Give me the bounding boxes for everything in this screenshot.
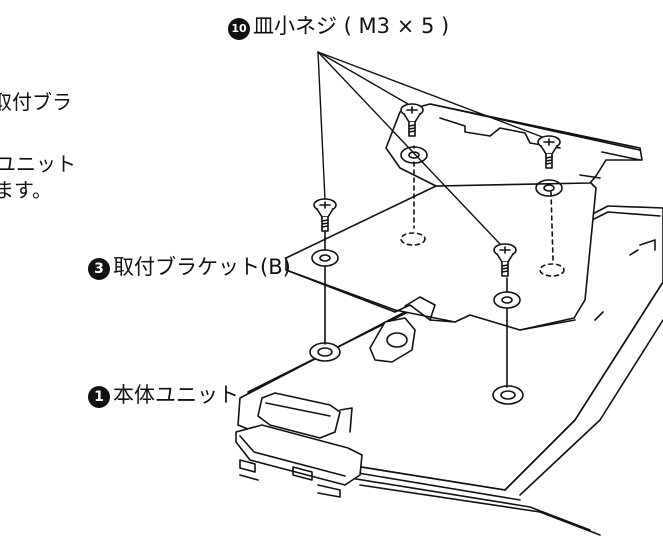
- screw-3: [537, 135, 561, 169]
- screw-label-text: 皿小ネジ ( M3 × 5 ): [253, 14, 450, 38]
- upper-bracket: [385, 103, 643, 197]
- bracket-label-text: 取付ブラケット(B): [113, 255, 291, 279]
- callout-number-3: 3: [88, 258, 110, 280]
- guide-lines: [324, 145, 508, 388]
- alignment-guides: [400, 161, 565, 277]
- cropped-text-line-3: ます。: [0, 178, 52, 202]
- unit-label-text: 本体ユニット: [113, 383, 239, 407]
- cropped-text-line-2: ユニット: [0, 152, 76, 176]
- callout-number-1: 1: [88, 386, 110, 408]
- callout-number-10: 10: [228, 18, 250, 40]
- unit-mount-holes: [309, 317, 524, 405]
- connector-block: [235, 392, 363, 498]
- screw-2: [400, 103, 424, 137]
- cropped-text-line-1: 取付ブラ: [0, 90, 72, 114]
- screw-leader-lines: [317, 51, 546, 245]
- screw-1: [313, 198, 337, 232]
- screw-4: [493, 243, 517, 277]
